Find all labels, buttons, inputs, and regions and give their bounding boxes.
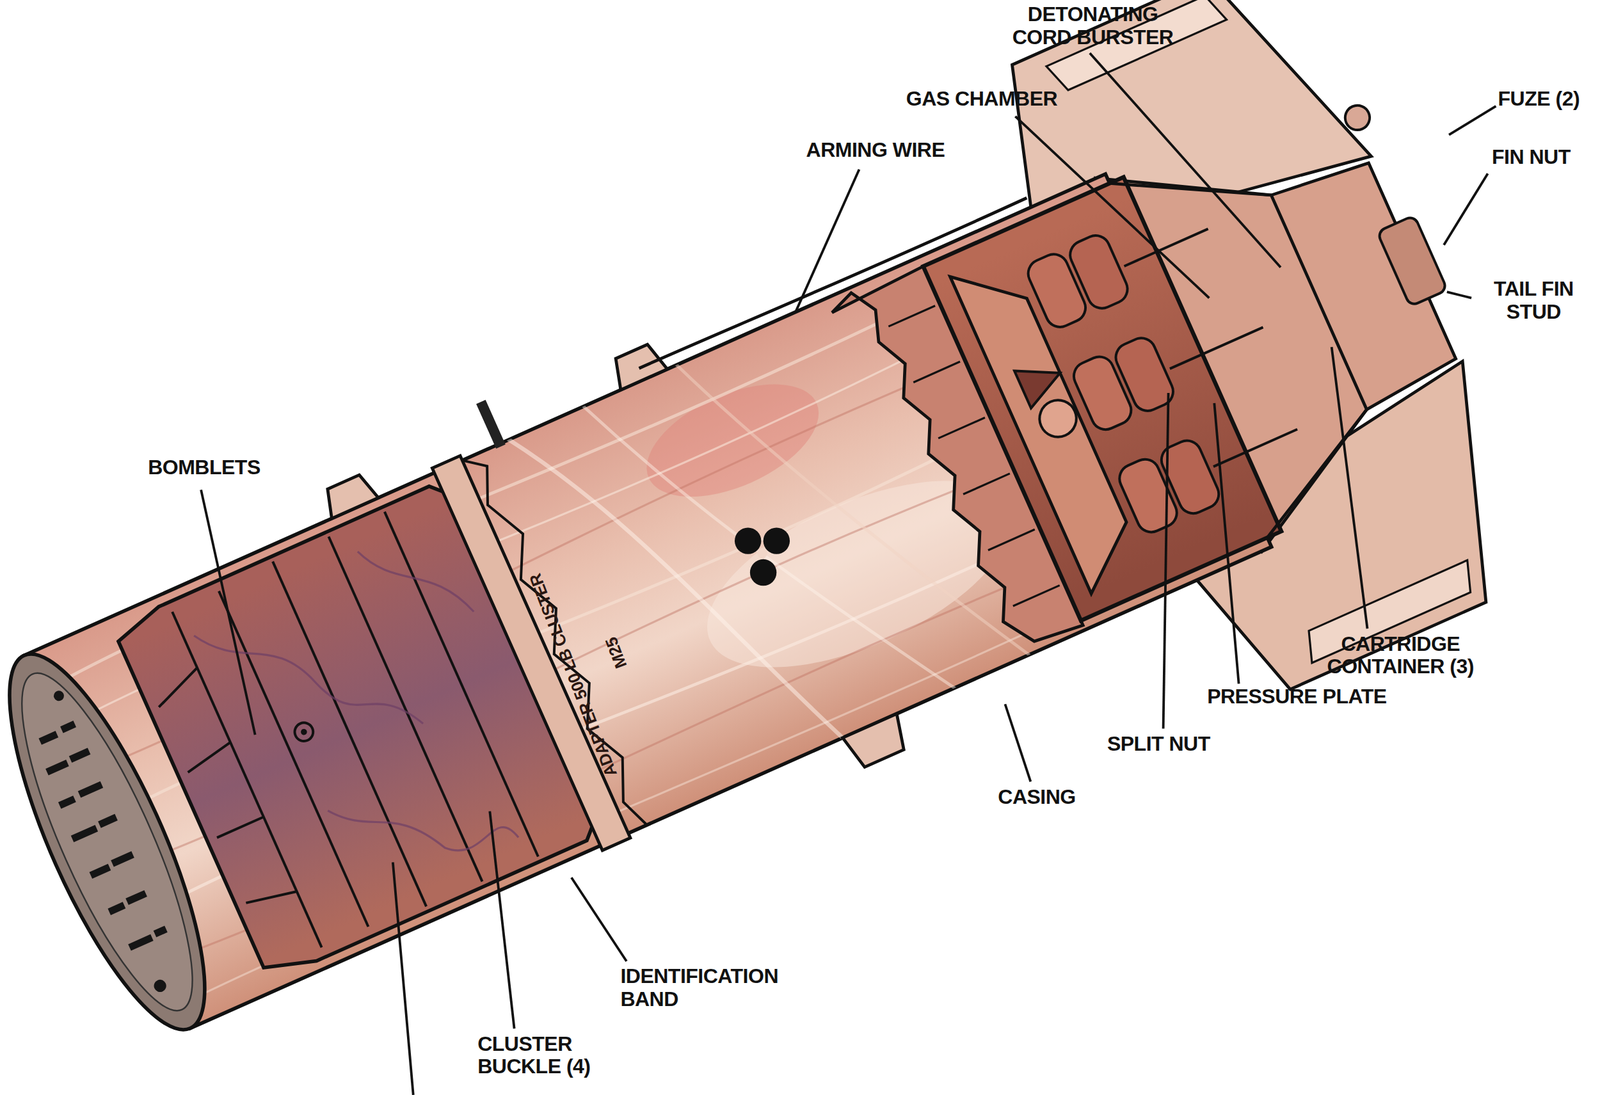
part-label: GAS CHAMBER: [906, 87, 1058, 111]
part-label: IDENTIFICATION BAND: [620, 965, 794, 1012]
part-label: FUZE (2): [1498, 87, 1581, 111]
part-label: PRESSURE PLATE: [1207, 685, 1387, 709]
part-label: SPLIT NUT: [1107, 732, 1211, 756]
part-label: BOMBLETS: [147, 456, 261, 480]
leader-lines: [200, 53, 1496, 1095]
part-label: CASING: [997, 785, 1076, 809]
stencil-marking: M25: [602, 634, 632, 671]
part-label: FIN NUT: [1491, 145, 1571, 169]
part-label: TAIL FIN STUD: [1472, 277, 1595, 324]
part-label: CLUSTER BUCKLE (4): [477, 1032, 605, 1080]
part-label: DETONATING CORD BURSTER: [1004, 3, 1181, 50]
part-label: CARTRIDGE CONTAINER (3): [1316, 632, 1485, 680]
part-label: ARMING WIRE: [806, 138, 946, 162]
stencil-marking: ADAPTER 500 LB CLUSTER: [526, 571, 621, 780]
